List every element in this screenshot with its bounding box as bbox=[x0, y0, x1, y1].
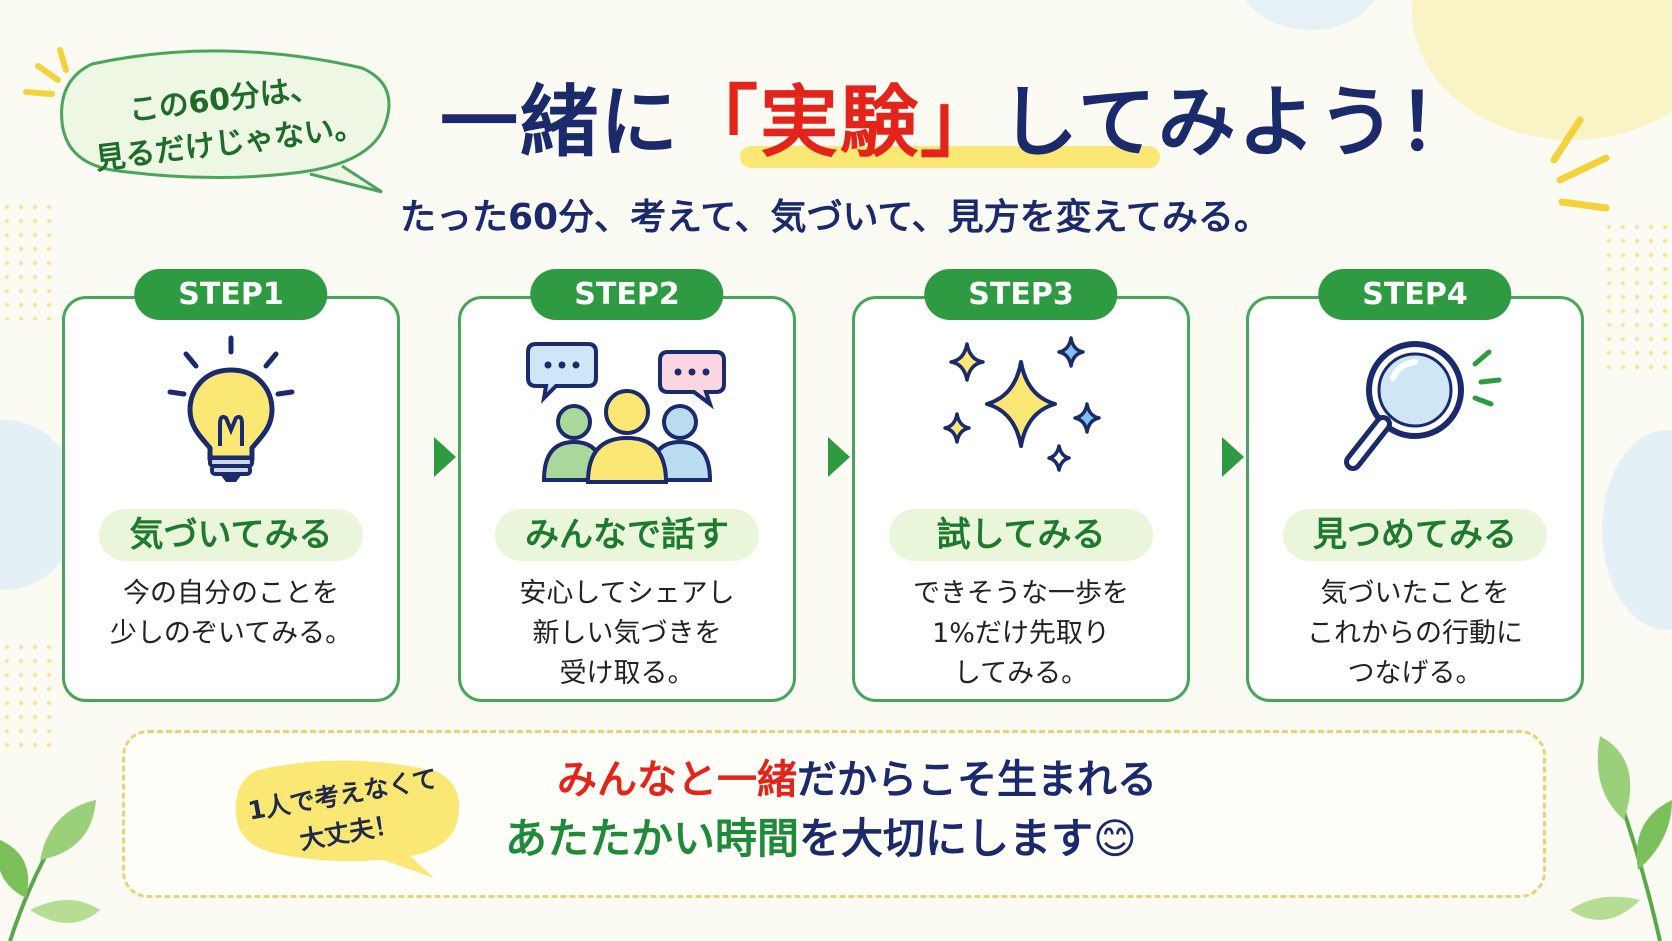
step-desc-line: 1%だけ先取り bbox=[932, 618, 1110, 649]
speech-bubble-shape bbox=[235, 760, 460, 878]
step-tag-3: STEP3 bbox=[924, 269, 1118, 320]
closing-message: みんなと一緒だからこそ生まれる あたたかい時間を大切にします😊 bbox=[505, 752, 1305, 870]
step-card-3: STEP3 試してみる できそうな一歩を 1%だけ先取り してみる。 bbox=[852, 269, 1190, 702]
rays-top-right bbox=[1550, 116, 1610, 212]
step-desc-line: できそうな一歩を bbox=[913, 578, 1129, 609]
title-part3: してみよう！ bbox=[1000, 78, 1478, 168]
smile-emoji-icon: 😊 bbox=[1093, 814, 1137, 863]
step-desc-line: これからの行動に bbox=[1307, 618, 1523, 649]
bg-blob-right bbox=[1602, 430, 1672, 630]
step-desc-line: 気づいたことを bbox=[1320, 578, 1510, 609]
title-part2: 「実験」 bbox=[680, 78, 1001, 168]
closing-highlight-green: あたたかい時間 bbox=[505, 814, 800, 863]
reassurance-speech-bubble: 1人で考えなくて 大丈夫！ bbox=[228, 750, 468, 880]
lightbulb-icon bbox=[167, 335, 295, 482]
step-tag-1: STEP1 bbox=[134, 269, 328, 320]
closing-line2-rest: を大切にします bbox=[799, 814, 1094, 863]
step-card-1: STEP1 気づいてみる 今の自分のことを 少しのぞいてみる。 bbox=[62, 269, 400, 702]
step-arrow-3 bbox=[1222, 437, 1244, 477]
title-part1: 一緒に bbox=[440, 78, 681, 168]
step-arrow-2 bbox=[828, 437, 850, 477]
step-desc-line: つなげる。 bbox=[1347, 658, 1483, 689]
leaf-right-icon bbox=[1570, 736, 1672, 941]
step-desc-line: してみる。 bbox=[953, 658, 1089, 689]
step-desc-line: 少しのぞいてみる。 bbox=[109, 618, 353, 649]
step-card-4: STEP4 見つめてみる 気づいたことを これからの行動に つなげる。 bbox=[1246, 269, 1584, 702]
step-desc-line: 今の自分のことを bbox=[123, 578, 339, 609]
step-tag-2: STEP2 bbox=[530, 269, 724, 320]
step-arrow-1 bbox=[434, 437, 456, 477]
bg-blob-top-center bbox=[1240, 0, 1380, 30]
dots-left-low bbox=[0, 640, 60, 750]
step-desc-line: 新しい気づきを bbox=[532, 618, 722, 649]
step-tag-4: STEP4 bbox=[1318, 269, 1512, 320]
step-desc-1: 今の自分のことを 少しのぞいてみる。 bbox=[75, 574, 387, 654]
step-desc-line: 受け取る。 bbox=[559, 658, 695, 689]
closing-message-line2: あたたかい時間を大切にします😊 bbox=[505, 808, 1305, 870]
magnifier-icon bbox=[1344, 341, 1502, 471]
dots-left bbox=[0, 200, 60, 320]
step-title-1: 気づいてみる bbox=[99, 509, 363, 561]
rays-top-left bbox=[23, 47, 69, 97]
step-card-2: STEP2 みんなで話す 安心してシェアし 新しい気づきを 受け取る。 bbox=[458, 269, 796, 702]
people-chat-icon bbox=[526, 342, 726, 484]
closing-highlight-red: みんなと一緒 bbox=[557, 757, 797, 803]
page-subtitle: たった60分、考えて、気づいて、見方を変えてみる。 bbox=[400, 197, 1270, 238]
speech-bubble-shape bbox=[60, 49, 391, 194]
closing-message-line1: みんなと一緒だからこそ生まれる bbox=[505, 752, 1305, 808]
dots-right bbox=[1602, 220, 1672, 370]
step-title-4: 見つめてみる bbox=[1283, 509, 1547, 561]
intro-speech-bubble: この60分は、 見るだけじゃない。 bbox=[52, 44, 392, 194]
step-title-2: みんなで話す bbox=[495, 509, 759, 561]
step-desc-4: 気づいたことを これからの行動に つなげる。 bbox=[1259, 574, 1571, 694]
step-desc-3: できそうな一歩を 1%だけ先取り してみる。 bbox=[865, 574, 1177, 694]
page-title: 一緒に「実験」してみよう！ bbox=[440, 60, 1550, 180]
step-title-3: 試してみる bbox=[889, 509, 1153, 561]
step-desc-2: 安心してシェアし 新しい気づきを 受け取る。 bbox=[471, 574, 783, 694]
sparkle-icon bbox=[943, 336, 1101, 472]
leaf-left-icon bbox=[0, 800, 100, 941]
step-desc-line: 安心してシェアし bbox=[519, 578, 735, 609]
closing-line1-rest: だからこそ生まれる bbox=[797, 757, 1157, 803]
